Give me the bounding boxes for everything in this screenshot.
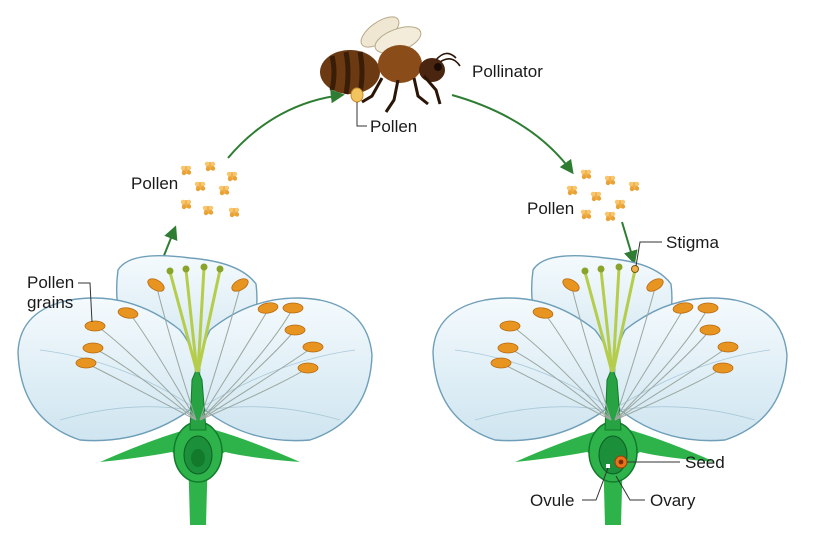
pollen-cluster-left <box>180 161 240 218</box>
flower-right <box>432 255 788 525</box>
label-stigma: Stigma <box>666 233 719 252</box>
pollen-cluster-right <box>566 169 640 222</box>
leader-stigma <box>635 241 662 267</box>
label-ovary: Ovary <box>650 491 696 510</box>
label-pollen-bee: Pollen <box>370 117 417 136</box>
leader-pollen-grains <box>78 282 93 323</box>
flower-icon <box>432 255 788 525</box>
bee-icon <box>320 16 461 113</box>
leader-pollen-bee <box>356 102 367 127</box>
flower-left <box>17 255 373 525</box>
arrow-pollen-to-stigma <box>621 221 638 265</box>
arrow-bee-to-pollen <box>451 94 574 175</box>
label-pollinator: Pollinator <box>472 62 543 81</box>
label-pollen-grains-1: Pollen <box>27 273 74 292</box>
bee-pollen-icon <box>350 87 364 103</box>
leader-ovary <box>615 475 645 501</box>
leader-ovule <box>582 467 609 501</box>
arrow-pollen-to-bee <box>227 89 345 159</box>
label-seed: Seed <box>685 453 725 472</box>
flower-icon <box>17 255 373 525</box>
ovule-icon <box>606 464 610 468</box>
label-pollen-grains-2: grains <box>27 293 73 312</box>
label-pollen-left: Pollen <box>131 174 178 193</box>
label-ovule: Ovule <box>530 491 574 510</box>
label-pollen-right: Pollen <box>527 199 574 218</box>
